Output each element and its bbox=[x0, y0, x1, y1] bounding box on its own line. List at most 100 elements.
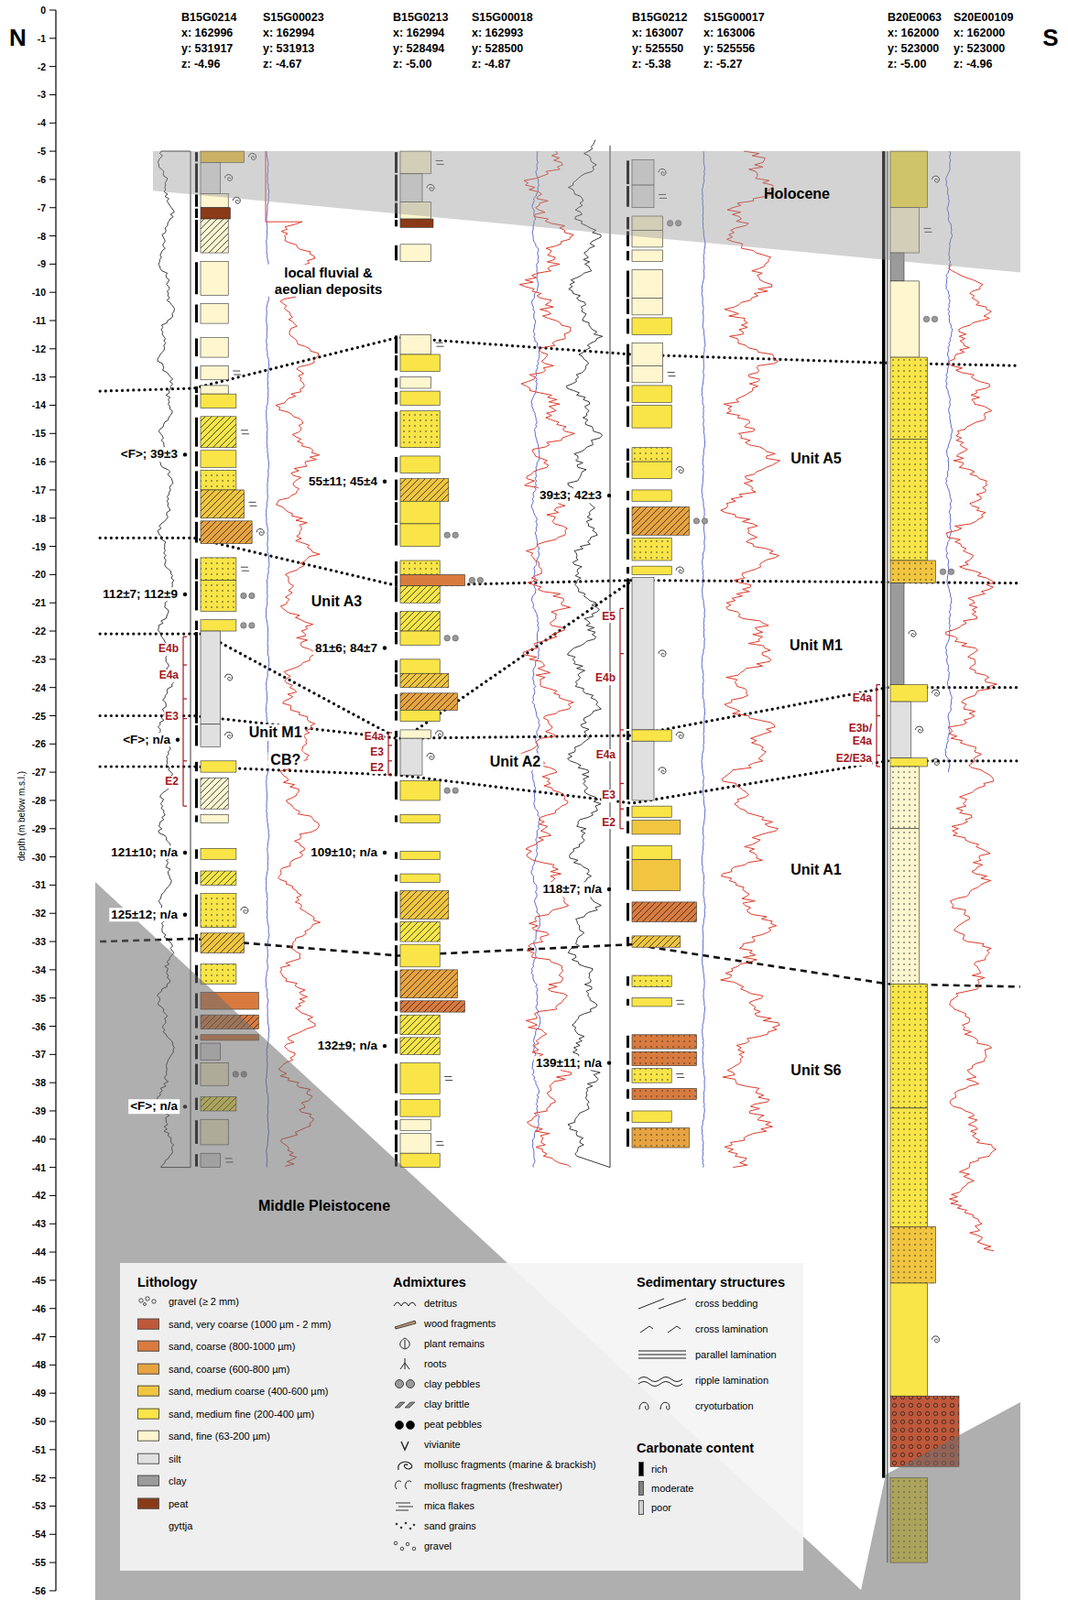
mollusc-symbol bbox=[426, 752, 435, 760]
lithology-block bbox=[632, 250, 664, 262]
structure-fill bbox=[890, 766, 920, 829]
gamma-log bbox=[566, 140, 611, 1168]
drawing-line bbox=[49, 997, 56, 999]
carbonate-bar bbox=[394, 1002, 398, 1012]
unit-label: Unit A3 bbox=[308, 593, 365, 611]
legend-entry: detritus bbox=[391, 1296, 458, 1310]
legend-symbol-mark bbox=[640, 1326, 681, 1333]
drawing-circle bbox=[382, 479, 387, 483]
borehole-header: y: 525550 bbox=[632, 42, 684, 55]
event-label: E4a bbox=[363, 730, 385, 744]
drawing-line bbox=[49, 1110, 56, 1112]
depth-tick-label: -11 bbox=[32, 315, 46, 327]
lithology-block bbox=[632, 404, 672, 428]
legend-text: gyttja bbox=[168, 1520, 193, 1533]
structure-fill bbox=[632, 1051, 697, 1066]
carbonate-bar bbox=[394, 1100, 398, 1116]
borehole-header: B15G0212 bbox=[632, 10, 687, 24]
carbonate-bar bbox=[195, 305, 198, 324]
drawing-line bbox=[49, 658, 56, 660]
lithology-block bbox=[200, 337, 229, 359]
depth-tick-label: -39 bbox=[32, 1105, 46, 1117]
legend-entry: roots bbox=[391, 1357, 447, 1371]
drawing-line bbox=[49, 404, 56, 406]
legend-heading: Admixtures bbox=[392, 1275, 467, 1291]
carbonate-bar bbox=[195, 208, 198, 218]
unit-label: Unit A1 bbox=[787, 861, 844, 879]
carbonate-bar bbox=[394, 694, 398, 709]
carbonate-bar bbox=[626, 1128, 630, 1147]
core-column bbox=[626, 159, 709, 1148]
depth-tick-label: -20 bbox=[32, 568, 46, 580]
lithology-block bbox=[400, 1063, 440, 1095]
legend-entry: sand grains bbox=[391, 1519, 477, 1533]
lithology-block bbox=[200, 521, 252, 545]
drawing-line bbox=[49, 1307, 56, 1309]
drawing-line bbox=[49, 151, 56, 153]
clay-pebble-symbol bbox=[444, 787, 450, 794]
age-label: 118±7; n/a bbox=[541, 882, 604, 897]
structure-fill bbox=[200, 871, 237, 885]
legend-symbol-mark bbox=[400, 1358, 410, 1370]
lithology-block bbox=[200, 261, 229, 295]
borehole-header: x: 162996 bbox=[181, 26, 233, 40]
depth-tick-label: -51 bbox=[32, 1444, 46, 1456]
carbonate-bar bbox=[394, 970, 398, 998]
lithology-block bbox=[890, 828, 920, 985]
depth-tick-label: -2 bbox=[37, 61, 46, 73]
red-log bbox=[519, 151, 575, 1168]
legend-symbol-mark bbox=[400, 1338, 411, 1350]
lithology-block bbox=[400, 631, 440, 645]
structure-fill bbox=[400, 479, 449, 502]
drawing-line bbox=[49, 602, 56, 604]
carbonate-bar bbox=[195, 725, 198, 747]
mollusc-symbol bbox=[932, 1336, 940, 1343]
mollusc-symbol bbox=[256, 528, 264, 535]
event-label: E4a bbox=[851, 692, 873, 706]
lithology-block bbox=[890, 438, 928, 561]
drawing-line bbox=[49, 715, 56, 717]
drawing-line bbox=[49, 376, 56, 378]
drawing-line bbox=[49, 489, 56, 491]
structure-fill bbox=[400, 586, 440, 603]
drawing-line bbox=[49, 1138, 56, 1140]
lithology-block bbox=[200, 207, 230, 219]
legend-swatch bbox=[137, 1475, 160, 1487]
legend-symbol-mark bbox=[393, 1541, 398, 1546]
carbonate-bar bbox=[195, 849, 198, 859]
borehole-header: B15G0214 bbox=[181, 10, 237, 24]
unit-label: Unit A5 bbox=[787, 450, 844, 468]
structure-fill bbox=[890, 828, 920, 985]
borehole-header: z: -5.27 bbox=[703, 57, 742, 71]
legend-symbol bbox=[391, 1418, 419, 1432]
drawing-line bbox=[49, 1279, 56, 1281]
borehole-header: B15G0213 bbox=[392, 10, 448, 24]
carbonate-bar bbox=[394, 561, 398, 574]
legend-swatch bbox=[137, 1385, 160, 1397]
drawing-line bbox=[49, 1505, 56, 1507]
drawing-circle bbox=[607, 887, 611, 892]
structure-fill bbox=[400, 921, 440, 942]
borehole-header: y: 531913 bbox=[262, 42, 315, 55]
legend-symbol-mark bbox=[143, 1303, 147, 1307]
legend-text: sand, coarse (800-1000 µm) bbox=[168, 1340, 295, 1353]
structure-fill bbox=[400, 969, 458, 999]
lithology-block bbox=[400, 218, 434, 228]
borehole-header: x: 162994 bbox=[262, 26, 315, 40]
mica-symbol bbox=[232, 370, 241, 375]
lithology-block bbox=[890, 766, 920, 829]
drawing-line bbox=[183, 760, 187, 762]
depth-tick-label: -19 bbox=[32, 541, 46, 553]
drawing-line bbox=[388, 760, 393, 762]
unit-label: Unit S6 bbox=[787, 1062, 844, 1079]
carbonate-bar bbox=[626, 937, 630, 947]
event-label: E3 bbox=[600, 789, 617, 803]
legend-heading: Lithology bbox=[137, 1275, 197, 1291]
clay-pebble-symbol bbox=[948, 568, 954, 575]
drawing-line bbox=[49, 94, 56, 96]
legend-symbol bbox=[391, 1317, 419, 1330]
drawing-line bbox=[49, 545, 56, 547]
carbonate-bar bbox=[626, 806, 630, 817]
structure-fill bbox=[632, 1035, 697, 1049]
borehole-header: S15G00023 bbox=[262, 10, 325, 24]
